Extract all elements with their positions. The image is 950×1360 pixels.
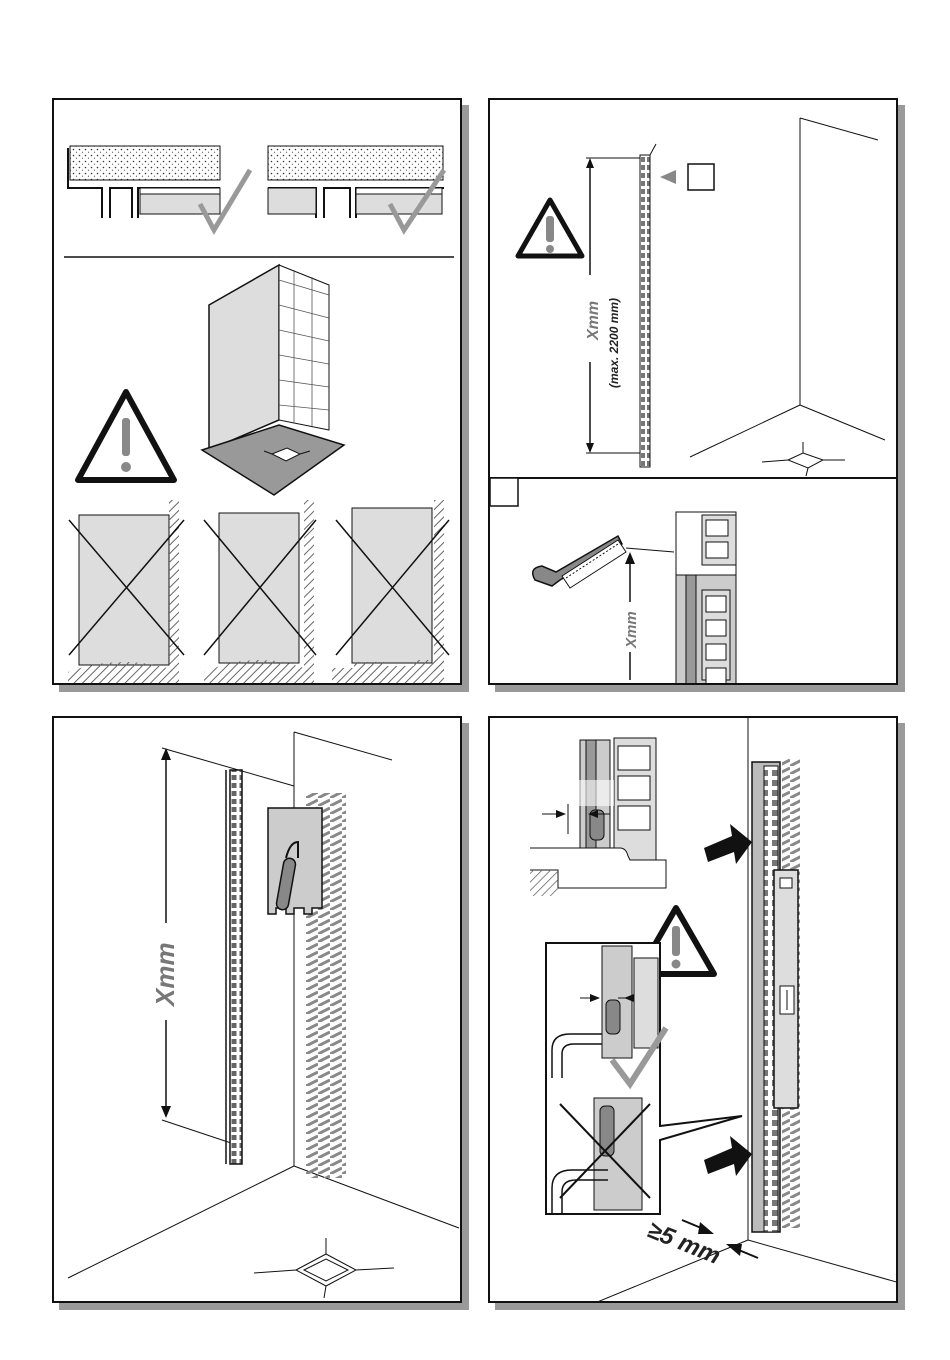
profile-detail xyxy=(676,512,736,685)
adhesive-diagram: Xmm xyxy=(54,718,462,1303)
pointer-arrow-icon xyxy=(660,170,676,184)
gap-detail-top xyxy=(530,738,666,896)
install-diagram: ! ≥5 mm xyxy=(490,718,898,1303)
warning-triangle-icon xyxy=(78,392,174,480)
panel-substrate-check: ! xyxy=(52,98,462,685)
cut-dimension-label: Xmm xyxy=(623,611,640,649)
height-dimension: Xmm (max. 2200 mm) xyxy=(585,158,640,453)
measure-diagram: ! Xmm (max. 2200 mm) xyxy=(490,100,898,685)
warning-triangle-icon xyxy=(518,200,582,256)
max-length-label: (max. 2200 mm) xyxy=(607,298,621,388)
wall-profile-rail xyxy=(640,144,714,467)
tray-section-left xyxy=(68,146,250,230)
height-dimension: Xmm xyxy=(150,748,180,1118)
wrong-install-curved-floor xyxy=(68,500,184,685)
notched-trowel-icon xyxy=(268,808,322,914)
wall-profile-rail xyxy=(230,770,242,1164)
panel-install-level: ! ≥5 mm xyxy=(488,716,898,1303)
dimension-label: Xmm xyxy=(150,942,180,1008)
detail-callout-box xyxy=(490,478,518,506)
push-arrow-icon xyxy=(704,1136,752,1176)
tray-section-right xyxy=(268,146,444,230)
shower-corner-illustration xyxy=(202,265,344,495)
room-corner-outline xyxy=(690,118,885,476)
magnified-detail xyxy=(546,943,742,1214)
dimension-label: Xmm xyxy=(585,301,602,341)
floor-drain-icon xyxy=(254,1238,394,1298)
panel-measure-cut: ! Xmm (max. 2200 mm) xyxy=(488,98,898,685)
push-arrow-icon xyxy=(704,824,752,864)
substrate-diagram: ! xyxy=(54,100,462,685)
panel-adhesive: Xmm xyxy=(52,716,462,1303)
wrong-install-uneven-floor xyxy=(332,500,449,685)
spirit-level-icon xyxy=(774,870,798,1108)
cut-dimension: Xmm xyxy=(623,552,640,680)
min-gap-label: ≥5 mm xyxy=(644,1217,724,1270)
hacksaw-icon xyxy=(533,536,674,588)
wrong-install-bulged-floor xyxy=(204,500,316,685)
callout-box xyxy=(688,164,714,190)
room-corner-outline xyxy=(68,732,459,1278)
